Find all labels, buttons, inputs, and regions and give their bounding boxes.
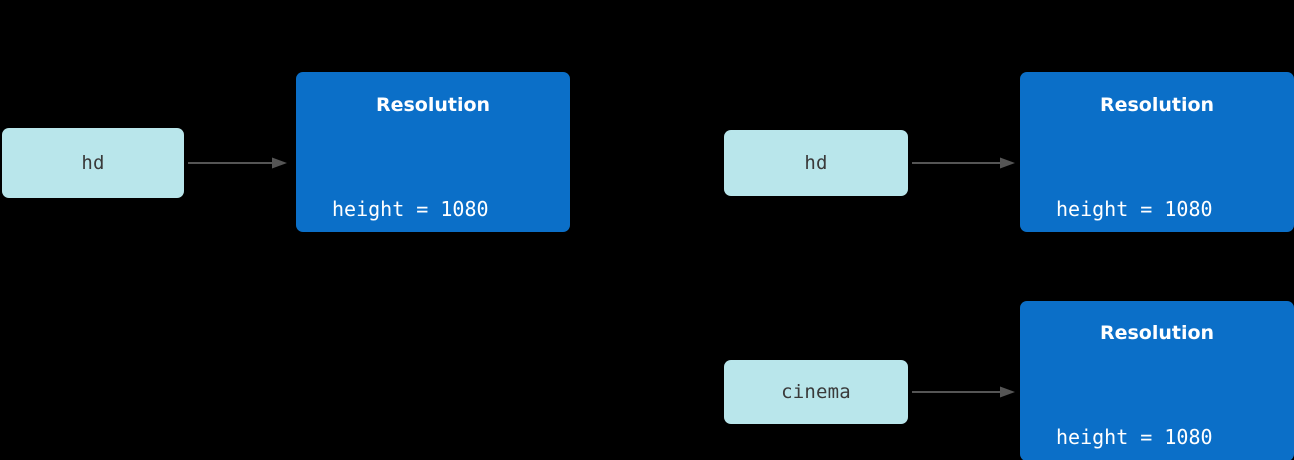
record-field-height: height = 1080	[332, 197, 489, 221]
record-field-height: height = 1080	[1056, 425, 1213, 449]
key-node-cinema[interactable]: cinema	[724, 360, 908, 424]
key-node-hd-left[interactable]: hd	[2, 128, 184, 198]
record-node-title: Resolution	[1099, 322, 1215, 344]
maps-to-arrow-right-hd	[912, 152, 1016, 174]
key-node-hd-right[interactable]: hd	[724, 130, 908, 196]
key-node-label: hd	[804, 151, 828, 174]
record-node-resolution-left[interactable]: Resolution height = 1080 width = 1920	[296, 72, 570, 232]
record-node-resolution-cinema[interactable]: Resolution height = 1080 width = 2048	[1020, 301, 1294, 460]
key-node-label: hd	[81, 151, 105, 174]
record-node-fields: height = 1080 width = 1920	[296, 137, 570, 232]
maps-to-arrow-cinema	[912, 381, 1016, 403]
record-field-height: height = 1080	[1056, 197, 1213, 221]
record-node-title: Resolution	[375, 94, 491, 116]
record-node-fields: height = 1080 width = 1920	[1020, 137, 1294, 232]
record-node-fields: height = 1080 width = 2048	[1020, 365, 1294, 460]
record-node-resolution-right-hd[interactable]: Resolution height = 1080 width = 1920	[1020, 72, 1294, 232]
record-node-title: Resolution	[1099, 94, 1215, 116]
maps-to-arrow-left-hd	[188, 152, 288, 174]
key-node-label: cinema	[781, 380, 851, 403]
